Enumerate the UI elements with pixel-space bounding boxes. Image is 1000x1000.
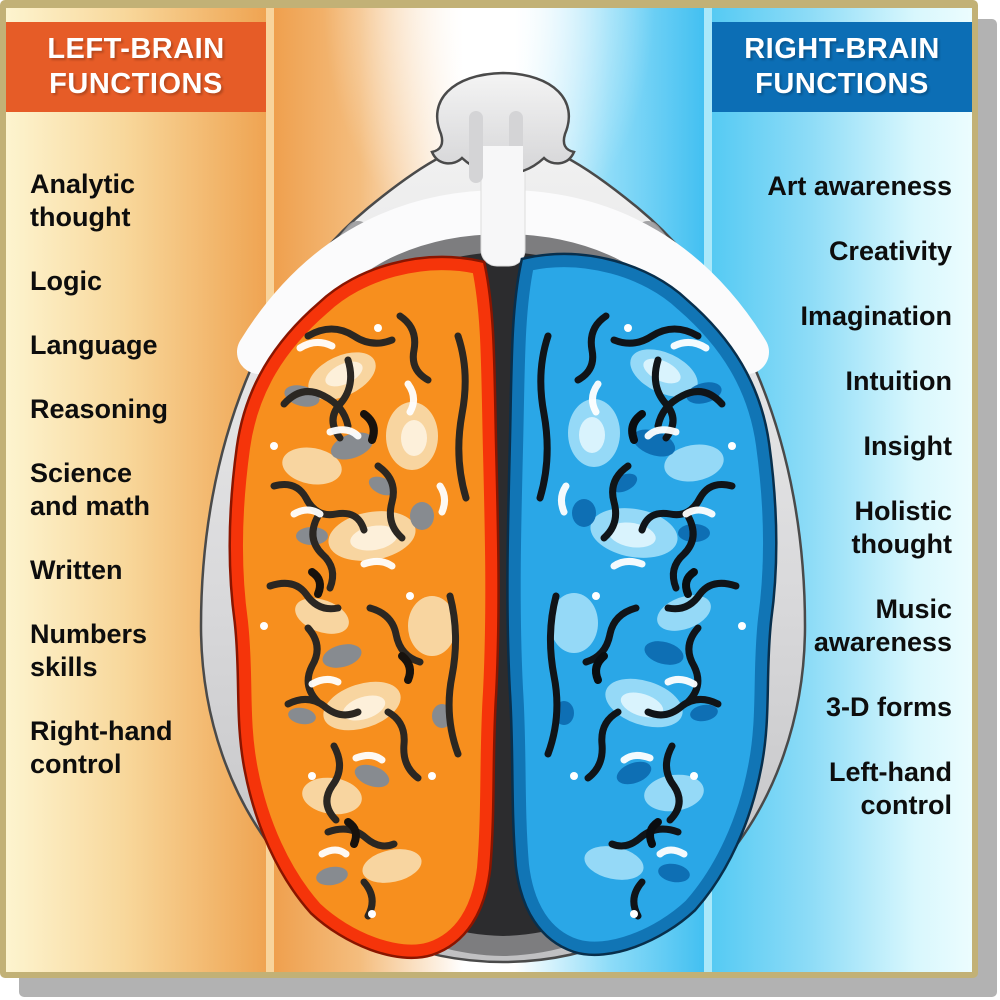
function-item-line: control [30,749,122,779]
function-item: Written [30,554,266,587]
function-item-line: Insight [863,431,953,461]
function-item-line: Logic [30,266,102,296]
function-item: Imagination [712,300,952,333]
left-header-line1: LEFT-BRAIN [47,33,225,65]
function-item-line: Creativity [828,236,952,266]
function-item: 3-D forms [712,691,952,724]
function-item: Intuition [712,365,952,398]
function-item: Logic [30,265,266,298]
function-item: Language [30,329,266,362]
center-top-glow [274,8,704,442]
function-item-line: Intuition [845,366,952,396]
function-item-line: 3-D forms [825,692,952,722]
function-item: Creativity [712,235,952,268]
function-item-line: and math [30,491,151,521]
left-header-line2: FUNCTIONS [49,68,223,100]
left-header: LEFT-BRAIN FUNCTIONS [6,22,266,112]
function-item-line: Analytic [30,169,136,199]
function-item-line: Science [30,458,133,488]
left-divider [266,8,274,972]
function-item-line: Imagination [800,301,952,331]
function-item-line: thought [851,529,952,559]
function-item: Insight [712,430,953,463]
function-item-line: Numbers [30,619,148,649]
function-item-line: thought [30,202,131,232]
function-item-line: control [860,790,953,820]
right-divider [704,8,712,972]
function-item-line: Written [30,555,123,585]
function-item-line: Left-hand [829,757,952,787]
right-header-line1: RIGHT-BRAIN [744,33,940,65]
function-item-line: Holistic [854,496,952,526]
function-item-line: awareness [813,627,952,657]
function-item-line: Reasoning [30,394,169,424]
function-item-line: Art awareness [767,171,952,201]
function-item-line: Language [30,330,158,360]
function-item-line: Music [875,594,952,624]
right-header-line2: FUNCTIONS [755,68,929,100]
center-panel [274,8,704,972]
function-item-line: Right-hand [30,716,173,746]
right-header: RIGHT-BRAIN FUNCTIONS [712,22,972,112]
function-item: Art awareness [712,170,952,203]
function-item: Reasoning [30,393,266,426]
function-item-line: skills [30,652,98,682]
